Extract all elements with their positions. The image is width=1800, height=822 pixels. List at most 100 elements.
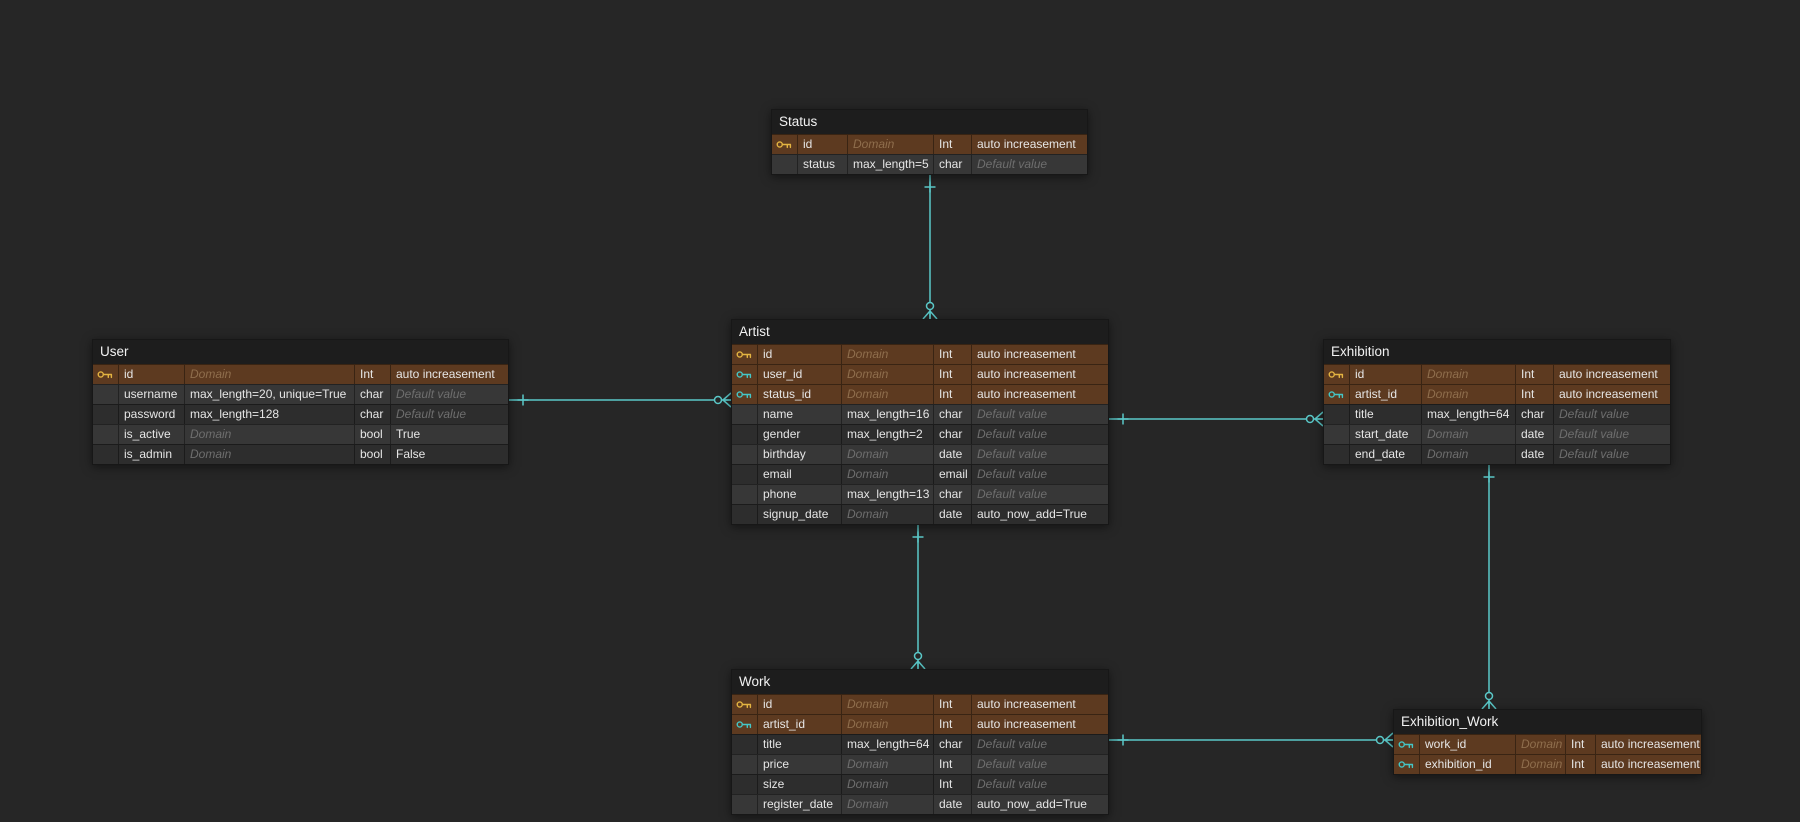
field-type: char (934, 155, 972, 174)
no-key-icon (1324, 445, 1350, 464)
field-type: date (934, 445, 972, 464)
many-cardinality-marker (722, 392, 732, 408)
field-extra: auto increasement (977, 367, 1076, 381)
table-header[interactable]: Exhibition_Work (1394, 710, 1701, 734)
field-type: date (1516, 445, 1554, 464)
table-header[interactable]: Status (772, 110, 1087, 134)
relationship-Artist-Exhibition[interactable] (1109, 411, 1324, 427)
table-title: Exhibition (1331, 344, 1390, 359)
relationship-Exhibition-Exhibition_Work[interactable] (1481, 463, 1497, 710)
no-key-icon (93, 445, 119, 464)
no-key-icon (732, 755, 758, 774)
field-name: signup_date (758, 505, 842, 524)
no-key-icon (732, 505, 758, 524)
field-type: date (934, 795, 972, 814)
table-header[interactable]: User (93, 340, 508, 364)
field-name: start_date (1350, 425, 1422, 444)
many-cardinality-marker (1314, 411, 1324, 427)
field-name: name (758, 405, 842, 424)
field-type: bool (355, 425, 391, 444)
field-extra: Default value (1559, 407, 1630, 421)
foreign-key-icon (732, 385, 758, 404)
table-header[interactable]: Artist (732, 320, 1108, 344)
field-name: status (798, 155, 848, 174)
field-domain: Domain (842, 365, 934, 384)
table-header[interactable]: Exhibition (1324, 340, 1670, 364)
field-domain: Domain (842, 775, 934, 794)
field-name: status_id (758, 385, 842, 404)
field-name: gender (758, 425, 842, 444)
field-domain: Domain (842, 795, 934, 814)
field-extra: Default value (977, 487, 1048, 501)
relationship-User-Artist[interactable] (509, 392, 732, 408)
one-cardinality-marker (517, 394, 529, 406)
field-name: exhibition_id (1420, 755, 1516, 774)
field-name: birthday (758, 445, 842, 464)
zero-cardinality-circle (713, 395, 723, 405)
no-key-icon (732, 775, 758, 794)
field-extra: auto increasement (1559, 367, 1658, 381)
field-type: char (934, 425, 972, 444)
field-type: Int (934, 365, 972, 384)
zero-cardinality-circle (925, 301, 935, 311)
field-type: Int (1566, 735, 1596, 754)
field-name: username (119, 385, 185, 404)
field-type: Int (934, 385, 972, 404)
field-extra: auto increasement (977, 347, 1076, 361)
field-name: phone (758, 485, 842, 504)
field-type: Int (934, 695, 972, 714)
field-domain: Domain (185, 445, 355, 464)
field-extra: auto increasement (977, 137, 1076, 151)
primary-key-icon (772, 135, 798, 154)
field-name: is_admin (119, 445, 185, 464)
table-header[interactable]: Work (732, 670, 1108, 694)
relationship-Status-Artist[interactable] (922, 173, 938, 320)
relationship-Work-Exhibition_Work[interactable] (1109, 732, 1394, 748)
field-domain: Domain (185, 425, 355, 444)
field-type: Int (1516, 385, 1554, 404)
field-extra: Default value (977, 777, 1048, 791)
relationship-Artist-Work[interactable] (910, 523, 926, 670)
field-type: Int (934, 345, 972, 364)
table-title: Exhibition_Work (1401, 714, 1499, 729)
primary-key-icon (732, 695, 758, 714)
field-extra: auto increasement (977, 697, 1076, 711)
field-type: Int (934, 135, 972, 154)
